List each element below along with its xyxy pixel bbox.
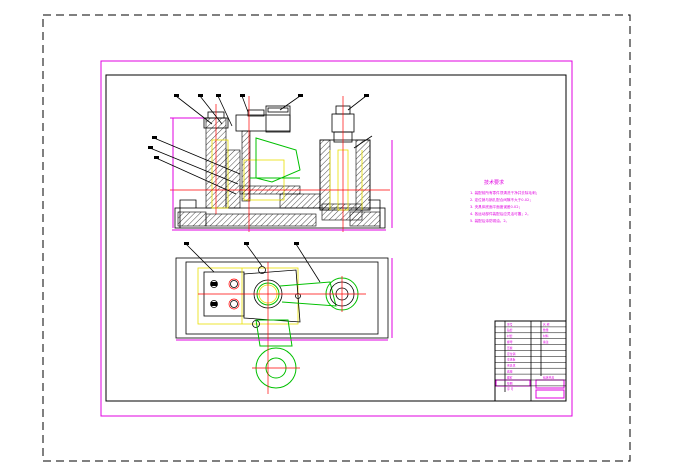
note-line-3: 3. 夹具体底面平面度误差0.02； bbox=[470, 204, 522, 209]
title-block-left-cell: 序 号 bbox=[507, 387, 514, 391]
title-block-right-cell: 名 称 bbox=[543, 322, 550, 326]
title-block-left-cell: 衬套 bbox=[507, 334, 513, 338]
notes-title: 技术要求 bbox=[484, 179, 504, 186]
title-block-left-cell: 压板 bbox=[507, 346, 513, 350]
drawing-frame-inner bbox=[105, 74, 567, 402]
top-plan-view bbox=[175, 242, 393, 394]
title-block-left-cell: 夹具体 bbox=[507, 364, 516, 368]
title-block-right-cell: 材料 bbox=[543, 334, 549, 338]
title-block-left-cell: 螺母 bbox=[507, 340, 513, 344]
front-section-view bbox=[148, 94, 393, 232]
title-block-right-cell: 钻床夹具 bbox=[543, 375, 554, 379]
technical-notes: 技术要求 1. 装配前所有零件须清洗干净并去除毛刺； 2. 定位销与销孔配合间隙… bbox=[470, 179, 539, 223]
drawing-frame-outer bbox=[100, 60, 573, 417]
note-line-2: 2. 定位销与销孔配合间隙不大于0.02； bbox=[470, 197, 533, 202]
title-block-left-cell: 螺钉 bbox=[507, 375, 513, 379]
title-block-right-cell: 备注 bbox=[543, 340, 549, 344]
title-block-left-cell: 序号 bbox=[507, 322, 513, 326]
title-block-right-cell: 数量 bbox=[543, 328, 549, 332]
title-block-left-cell: 垫圈 bbox=[507, 381, 513, 385]
title-block-left-cell: 支承板 bbox=[507, 358, 516, 362]
title-block-left-cell: 定位销 bbox=[507, 352, 516, 356]
sheet-dashed-border bbox=[42, 14, 631, 462]
note-line-5: 5. 装配后涂防锈油。2。 bbox=[470, 218, 509, 223]
note-line-4: 4. 各运动部件装配后应灵活可靠；2。 bbox=[470, 211, 531, 216]
title-block-left-cell: 钻套 bbox=[507, 328, 513, 332]
title-block-left-cell: 底座 bbox=[507, 370, 513, 374]
note-line-1: 1. 装配前所有零件须清洗干净并去除毛刺； bbox=[470, 190, 539, 195]
